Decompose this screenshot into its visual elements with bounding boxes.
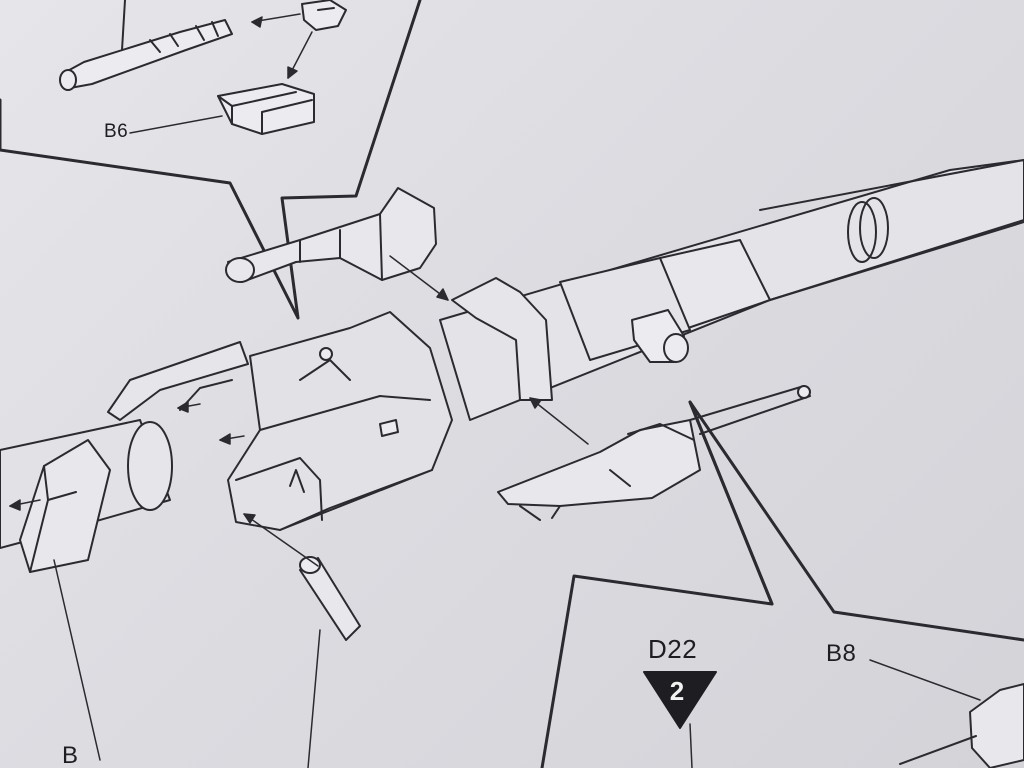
machine-gun-part (497, 385, 811, 521)
callout-bubble-bottom (540, 400, 1024, 768)
detail-top-small-part (301, 0, 347, 31)
detail-part-b6 (217, 83, 315, 135)
part-label-b8: B8 (826, 640, 857, 667)
callout-bubble-top (0, 0, 422, 320)
breech-assembly (107, 277, 553, 531)
left-barrel-section (0, 419, 173, 573)
part-b8 (899, 683, 1024, 768)
top-breech-part (225, 187, 437, 283)
step-marker-triangle (643, 671, 717, 729)
assembly-arrows (9, 255, 589, 567)
gun-barrel (439, 159, 1024, 421)
step-number: 2 (669, 676, 685, 706)
pin-part (299, 556, 361, 641)
leader-lines (53, 559, 981, 768)
detail-arrows (251, 13, 313, 79)
part-label-d22: D22 (648, 634, 698, 664)
detail-rod-part (59, 19, 233, 91)
part-label-cut-off: B (62, 742, 79, 768)
part-label-b6: B6 (104, 121, 129, 142)
leader-line-b6 (129, 115, 223, 134)
